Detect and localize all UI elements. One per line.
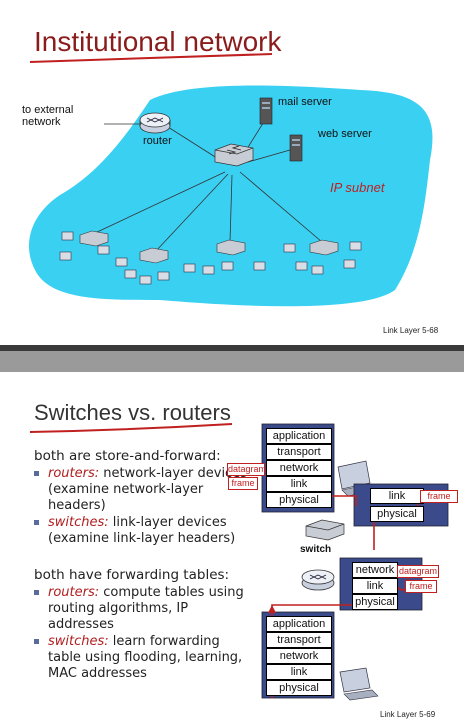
slide-title: Institutional network — [34, 26, 282, 57]
host-computer-icon — [339, 667, 379, 701]
router-label: router — [143, 135, 172, 147]
router-icon — [139, 112, 171, 134]
router-icon — [301, 569, 335, 591]
switch-icon — [305, 519, 345, 541]
layer-transport: transport — [266, 632, 332, 648]
list-item: routers: compute tables using routing al… — [34, 585, 254, 633]
layer-link: link — [266, 664, 332, 680]
web-server-icon — [289, 134, 303, 162]
host-icon — [59, 231, 362, 285]
mail-server-icon — [259, 97, 273, 125]
store-forward-heading: both are store-and-forward: — [34, 448, 221, 464]
layer-physical: physical — [266, 492, 332, 508]
forwarding-tables-list: routers: compute tables using routing al… — [34, 585, 254, 683]
mail-server-label: mail server — [278, 96, 332, 108]
datagram-tag: datagram — [397, 565, 439, 578]
switch-layer-link: link — [370, 488, 424, 504]
edge-switch-icon — [79, 230, 339, 264]
layer-network: network — [266, 460, 332, 476]
layer-transport: transport — [266, 444, 332, 460]
switch-router-diagram — [261, 423, 449, 701]
layer-link: link — [266, 476, 332, 492]
forwarding-tables-heading: both have forwarding tables: — [34, 567, 230, 583]
title-underline — [29, 423, 233, 433]
switch-layer-physical: physical — [370, 506, 424, 522]
datagram-tag: datagram — [227, 463, 267, 476]
to-external-network-label: to external network — [22, 104, 74, 128]
slide-switches-vs-routers: Switches vs. routers both are store-and-… — [0, 372, 464, 725]
router-layer-network: network — [352, 562, 398, 578]
slide-institutional-network: Institutional network — [0, 0, 464, 345]
ip-subnet-cloud — [28, 85, 433, 307]
layer-application: application — [266, 428, 332, 444]
frame-tag: frame — [405, 580, 437, 593]
layer-application: application — [266, 616, 332, 632]
frame-tag: frame — [228, 477, 258, 490]
frame-tag: frame — [420, 490, 458, 503]
central-switch-icon — [214, 143, 254, 167]
store-forward-list: routers: network-layer devices (examine … — [34, 466, 254, 548]
slide-title: Switches vs. routers — [34, 400, 231, 425]
switch-label: switch — [300, 544, 332, 555]
slide-footer: Link Layer 5-69 — [380, 710, 436, 719]
router-layer-physical: physical — [352, 594, 398, 610]
layer-network: network — [266, 648, 332, 664]
slide-footer: Link Layer 5-68 — [383, 326, 439, 335]
ip-subnet-label: IP subnet — [330, 180, 385, 195]
list-item: switches: link-layer devices (examine li… — [34, 515, 254, 547]
network-diagram — [28, 85, 433, 307]
list-item: switches: learn forwarding table using f… — [34, 634, 254, 682]
router-layer-link: link — [352, 578, 398, 594]
list-item: routers: network-layer devices (examine … — [34, 466, 254, 514]
slide-separator — [0, 345, 464, 372]
title-underline — [29, 53, 273, 63]
layer-physical: physical — [266, 680, 332, 696]
web-server-label: web server — [318, 128, 372, 140]
